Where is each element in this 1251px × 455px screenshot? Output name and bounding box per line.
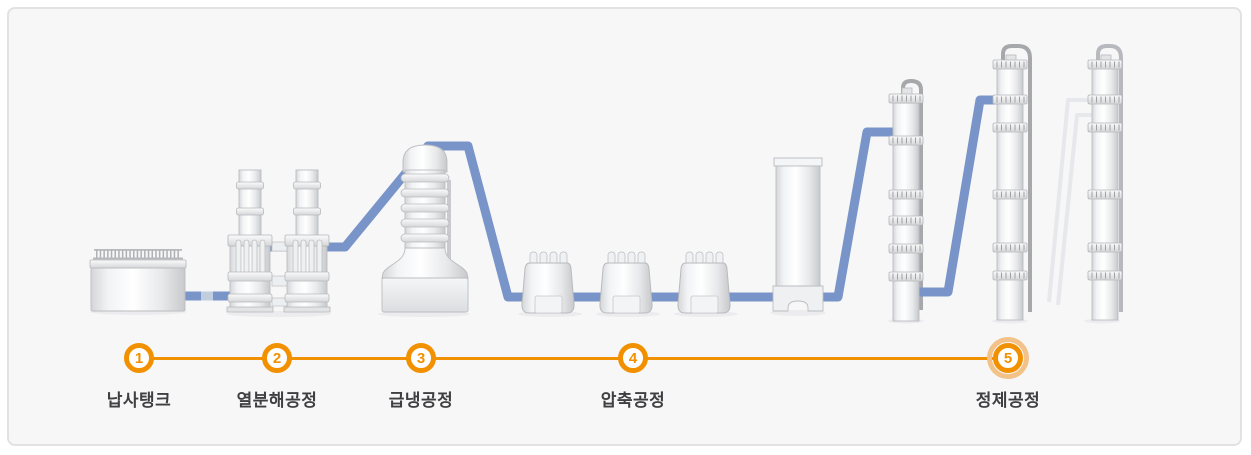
process-diagram-card: [7, 7, 1242, 446]
step-number-badge: 1: [124, 343, 154, 373]
step-number-badge: 3: [406, 343, 436, 373]
step-label: 정제공정: [975, 391, 1041, 410]
step-number-badge: 4: [618, 343, 648, 373]
step-label: 압축공정: [600, 391, 666, 410]
timeline-connector: [139, 357, 1008, 360]
step-number-badge: 2: [262, 343, 292, 373]
step-label: 열분해공정: [236, 391, 318, 410]
step-label: 급냉공정: [388, 391, 454, 410]
step-number-badge: 5: [987, 337, 1029, 379]
step-label: 납사탱크: [106, 391, 172, 410]
